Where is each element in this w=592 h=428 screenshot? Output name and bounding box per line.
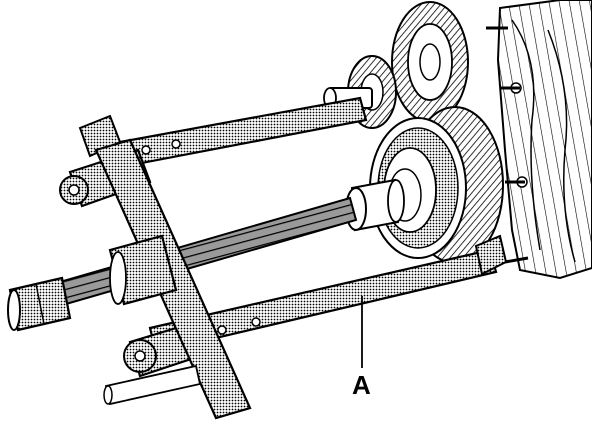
upper-gear-large [391,1,469,123]
bearing-hub [345,178,405,232]
callout-a-label: A [352,370,371,400]
background-rod [103,364,202,406]
upper-shaft-end [323,87,373,109]
puller-yoke [94,138,252,420]
callout-a: A [352,296,371,400]
transmission-housing [486,0,592,280]
